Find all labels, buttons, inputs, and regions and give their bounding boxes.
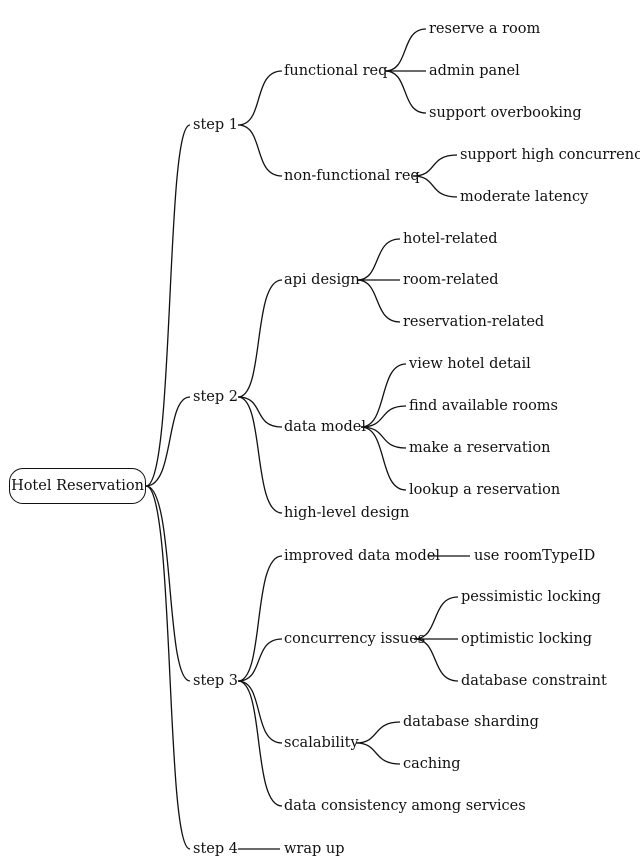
- edge-step2-api: [237, 279, 283, 398]
- edge-nonfunctional-concurrency: [412, 154, 458, 177]
- node-wrap-up: wrap up: [284, 841, 345, 857]
- node-caching: caching: [403, 756, 461, 772]
- node-hotel-related: hotel-related: [403, 231, 498, 247]
- node-support-high-concurrency: support high concurrency: [460, 147, 640, 163]
- edge-step2-datamodel: [237, 396, 283, 428]
- node-find-available-rooms: find available rooms: [409, 398, 558, 414]
- node-step4: step 4: [193, 841, 238, 857]
- node-optimistic-locking: optimistic locking: [461, 631, 593, 647]
- edge-functional-overbooking: [384, 70, 427, 114]
- node-step3: step 3: [193, 673, 238, 689]
- edge-datamodel-make: [360, 426, 407, 449]
- node-concurrency-issues: concurrency issues: [284, 631, 426, 647]
- node-reserve-a-room: reserve a room: [429, 21, 541, 37]
- edge-step1-nonfunctional: [237, 124, 283, 177]
- edge-step3-scalability: [237, 680, 283, 744]
- edge-api-reservation: [356, 279, 401, 323]
- node-use-roomtypeid: use roomTypeID: [474, 548, 596, 564]
- node-make-a-reservation: make a reservation: [409, 440, 551, 456]
- node-functional-req: functional req: [284, 63, 388, 79]
- node-admin-panel: admin panel: [429, 63, 520, 79]
- edge-root-step4: [145, 485, 191, 850]
- edge-root-step3: [145, 485, 191, 682]
- node-api-design: api design: [284, 272, 360, 288]
- edge-root-step1: [145, 124, 191, 487]
- node-moderate-latency: moderate latency: [460, 189, 589, 205]
- node-scalability: scalability: [284, 735, 359, 751]
- node-high-level-design: high-level design: [284, 505, 410, 521]
- node-reservation-related: reservation-related: [403, 314, 545, 330]
- node-database-constraint: database constraint: [461, 673, 607, 689]
- edge-nonfunctional-latency: [412, 175, 458, 198]
- node-improved-data-model: improved data model: [284, 548, 440, 564]
- root-node: Hotel Reservation: [9, 468, 146, 504]
- node-data-consistency: data consistency among services: [284, 798, 526, 814]
- node-step2: step 2: [193, 389, 238, 405]
- edge-step3-consistency: [237, 680, 283, 807]
- node-data-model: data model: [284, 419, 366, 435]
- edge-step3-concurrency: [237, 638, 283, 682]
- node-room-related: room-related: [403, 272, 499, 288]
- node-support-overbooking: support overbooking: [429, 105, 582, 121]
- node-step1: step 1: [193, 117, 238, 133]
- edge-step1-functional: [237, 70, 283, 126]
- edge-step3-improved: [237, 555, 283, 682]
- edge-scalability-sharding: [355, 721, 401, 744]
- edge-step2-highlevel: [237, 396, 283, 514]
- edge-scalability-caching: [355, 742, 401, 765]
- node-non-functional-req: non-functional req: [284, 168, 420, 184]
- edge-datamodel-find: [360, 405, 407, 428]
- edge-concurrency-constraint: [413, 638, 459, 682]
- edge-datamodel-view: [360, 363, 407, 428]
- edge-api-hotel: [356, 238, 401, 281]
- node-database-sharding: database sharding: [403, 714, 539, 730]
- edge-functional-reserve: [384, 28, 427, 72]
- node-pessimistic-locking: pessimistic locking: [461, 589, 601, 605]
- edge-root-step2: [145, 396, 191, 487]
- node-view-hotel-detail: view hotel detail: [409, 356, 531, 372]
- edge-concurrency-pessimistic: [413, 596, 459, 640]
- node-lookup-a-reservation: lookup a reservation: [409, 482, 561, 498]
- edge-datamodel-lookup: [360, 426, 407, 491]
